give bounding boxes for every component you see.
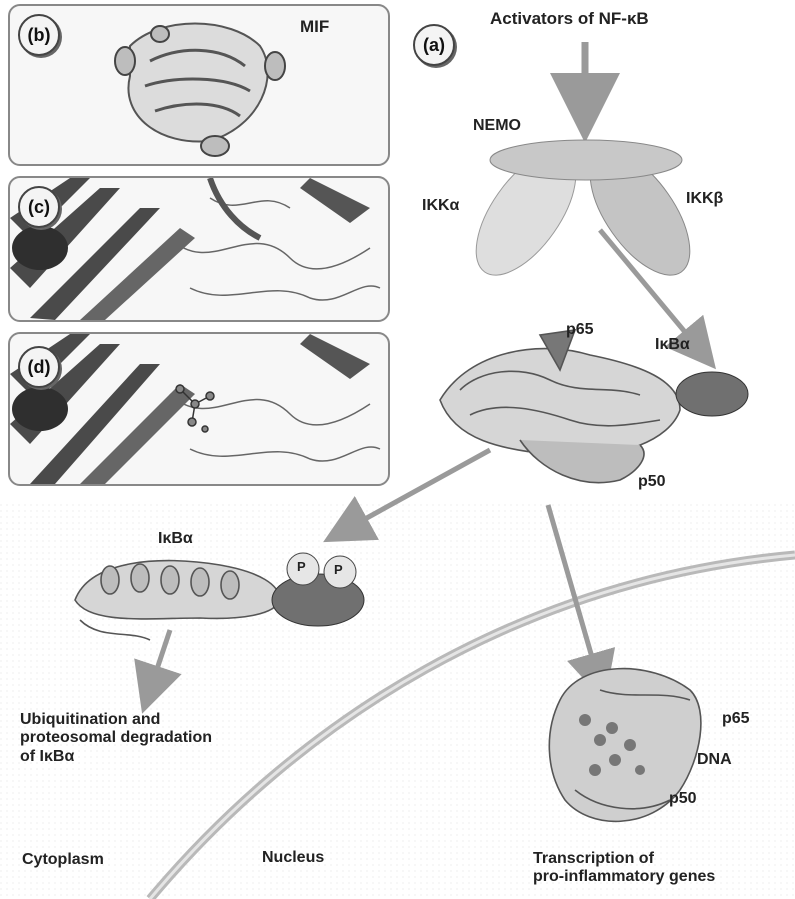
arrow-complex-to-ikba	[345, 450, 490, 530]
nemo-shape	[490, 140, 682, 180]
nemo-label: NEMO	[473, 117, 521, 135]
ikba-blob	[676, 372, 748, 416]
phosphate-2-label: P	[334, 563, 343, 577]
nucleus-p65-label: p65	[722, 710, 750, 728]
ikk-alpha-label: IKKα	[422, 197, 459, 215]
panel-a-badge: (a)	[413, 24, 455, 66]
complex-p50-label: p50	[638, 473, 666, 491]
complex-p65-label: p65	[566, 321, 594, 339]
nucleus-dna-label: DNA	[697, 751, 732, 769]
arrow-complex-to-nucleus	[548, 505, 598, 678]
degradation-label: Ubiquitination and proteosomal degradati…	[20, 711, 212, 766]
ikba-free	[75, 561, 280, 640]
cytoplasm-label: Cytoplasm	[22, 851, 104, 869]
nucleus-p50-label: p50	[669, 790, 697, 808]
arrow-ikba-to-degradation	[150, 630, 170, 690]
transcription-label: Transcription of pro-inflammatory genes	[533, 850, 715, 887]
nucleus-label: Nucleus	[262, 849, 324, 867]
free-ikba-label: IκBα	[158, 530, 193, 548]
ikk-beta-label: IKKβ	[686, 190, 723, 208]
phosphate-1-label: P	[297, 560, 306, 574]
activators-label: Activators of NF-κB	[490, 10, 649, 29]
complex-ikba-label: IκBα	[655, 336, 690, 354]
